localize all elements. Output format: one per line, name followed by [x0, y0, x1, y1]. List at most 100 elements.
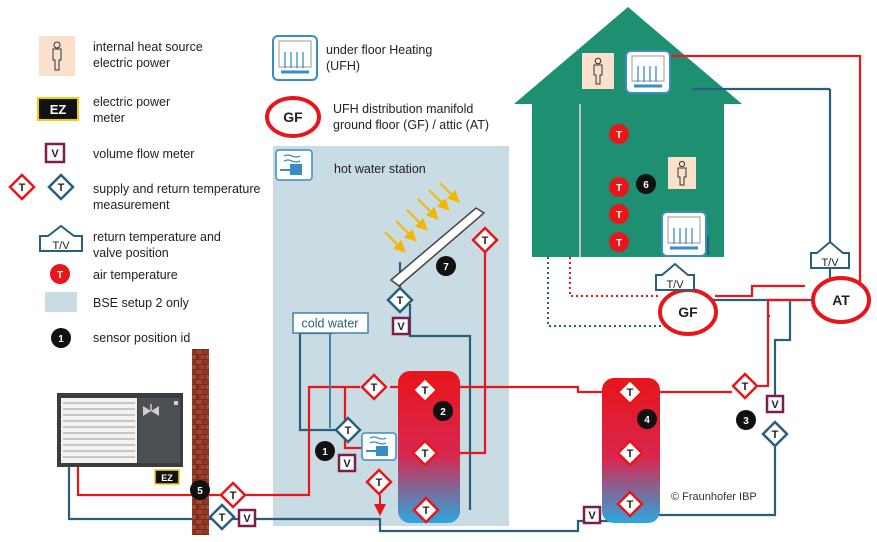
legend-bse-setup: BSE setup 2 only [93, 296, 190, 310]
svg-text:1: 1 [322, 447, 328, 458]
legend-electric-meter-line2: meter [93, 111, 125, 125]
tv-label-at: T/V [821, 257, 839, 269]
gf-label-diagram: GF [678, 304, 698, 320]
return-temp-sensors: T T T T [208, 286, 789, 531]
legend-manifold-line2: ground floor (GF) / attic (AT) [333, 118, 489, 132]
legend-return-valve-line2: valve position [93, 246, 169, 260]
t-return-heatpump: T [208, 503, 236, 531]
ufh-icon-attic [625, 50, 671, 94]
t-tank4-bottom: T [616, 490, 644, 518]
legend-hot-water-station: hot water station [334, 162, 426, 176]
svg-text:T: T [423, 505, 430, 517]
svg-text:T: T [627, 387, 634, 399]
svg-text:T: T [219, 512, 226, 524]
hot-water-station-diagram [361, 432, 397, 461]
svg-text:T: T [482, 235, 489, 247]
tv-valve-at: T/V [810, 240, 850, 269]
v-tank4: V [582, 505, 602, 525]
t-solar-supply: T [471, 226, 499, 254]
legend-gf-icon: GF [265, 96, 321, 138]
svg-text:5: 5 [197, 486, 203, 497]
volume-flow-meters: V V V V V [237, 316, 785, 528]
t-tank4-mid: T [616, 439, 644, 467]
svg-text:3: 3 [743, 416, 749, 427]
air-t-4: T [616, 238, 622, 249]
t-supply-ufh: T [731, 372, 759, 400]
legend: internal heat source electric power EZ e… [8, 35, 489, 348]
air-t-2: T [616, 183, 622, 194]
sensor-id-6: 6 [636, 174, 656, 194]
copyright-text: © Fraunhofer IBP [671, 491, 757, 503]
ez-meter-diagram: EZ [154, 469, 180, 485]
legend-ufh-line1: under floor Heating [326, 43, 432, 57]
ufh-icon-ground [661, 211, 707, 257]
at-label-diagram: AT [832, 292, 850, 308]
t-tank4-top: T [616, 378, 644, 406]
svg-text:7: 7 [443, 262, 449, 273]
legend-air-temperature: air temperature [93, 268, 178, 282]
svg-text:V: V [397, 321, 405, 333]
svg-text:T: T [422, 385, 429, 397]
svg-text:T: T [58, 182, 65, 194]
svg-text:2: 2 [440, 407, 446, 418]
t-tank2-top: T [411, 376, 439, 404]
air-t-1: T [616, 130, 622, 141]
cold-water-label: cold water [302, 317, 359, 331]
sensor-id-7: 7 [436, 256, 456, 276]
svg-text:V: V [771, 399, 779, 411]
sensor-id-3: 3 [736, 410, 756, 430]
svg-text:V: V [343, 458, 351, 470]
supply-temp-sensors: T T T T T T T T T T T [219, 226, 759, 524]
legend-ufh-icon [272, 35, 318, 81]
wall [192, 349, 209, 535]
svg-text:T: T [627, 448, 634, 460]
svg-text:GF: GF [283, 109, 303, 125]
legend-ufh-line2: (UFH) [326, 59, 360, 73]
sensor-id-5: 5 [190, 480, 210, 500]
legend-tv-icon: T/V [39, 224, 83, 252]
svg-text:T: T [230, 490, 237, 502]
air-temperature-sensors: T T T T [609, 124, 629, 252]
t-tank2-mid: T [411, 439, 439, 467]
svg-text:T: T [422, 448, 429, 460]
sensor-id-badges: 1 2 3 4 5 6 7 [190, 174, 756, 500]
legend-air-temp-icon: T [50, 264, 70, 284]
svg-text:V: V [51, 148, 59, 160]
legend-volume-flow: volume flow meter [93, 147, 194, 161]
svg-text:T: T [397, 295, 404, 307]
dotted-supply [569, 257, 660, 297]
legend-hot-water-station-icon [275, 149, 313, 181]
v-heatpump: V [237, 508, 257, 528]
legend-return-valve-line1: return temperature and [93, 230, 221, 244]
v-hot-water: V [337, 453, 357, 473]
legend-internal-heat-source-line1: internal heat source [93, 40, 203, 54]
at-manifold: AT [811, 276, 871, 324]
t-cold-water: T [334, 416, 362, 444]
svg-text:T: T [19, 182, 26, 194]
v-solar: V [391, 316, 411, 336]
t-return-ufh: T [761, 420, 789, 448]
internal-heat-source-ground [668, 157, 696, 189]
svg-text:T: T [371, 382, 378, 394]
svg-text:T: T [57, 270, 63, 281]
svg-text:6: 6 [643, 180, 649, 191]
svg-text:T: T [376, 477, 383, 489]
svg-text:T/V: T/V [52, 240, 70, 252]
legend-t-supply-icon: T [8, 173, 36, 201]
legend-supply-return-line1: supply and return temperature [93, 182, 261, 196]
sensor-id-1: 1 [315, 441, 335, 461]
t-hot-water-out: T [365, 468, 393, 496]
svg-text:V: V [588, 510, 596, 522]
legend-bse-swatch [45, 292, 77, 312]
heat-pump [57, 393, 183, 467]
solar-collector [384, 182, 486, 287]
legend-supply-return-line2: measurement [93, 198, 170, 212]
svg-text:T: T [772, 429, 779, 441]
dotted-return [547, 257, 668, 327]
sensor-id-4: 4 [637, 409, 657, 429]
tv-label-gf: T/V [666, 279, 684, 291]
sensor-id-2: 2 [433, 401, 453, 421]
svg-text:T: T [627, 499, 634, 511]
v-ufh: V [765, 394, 785, 414]
